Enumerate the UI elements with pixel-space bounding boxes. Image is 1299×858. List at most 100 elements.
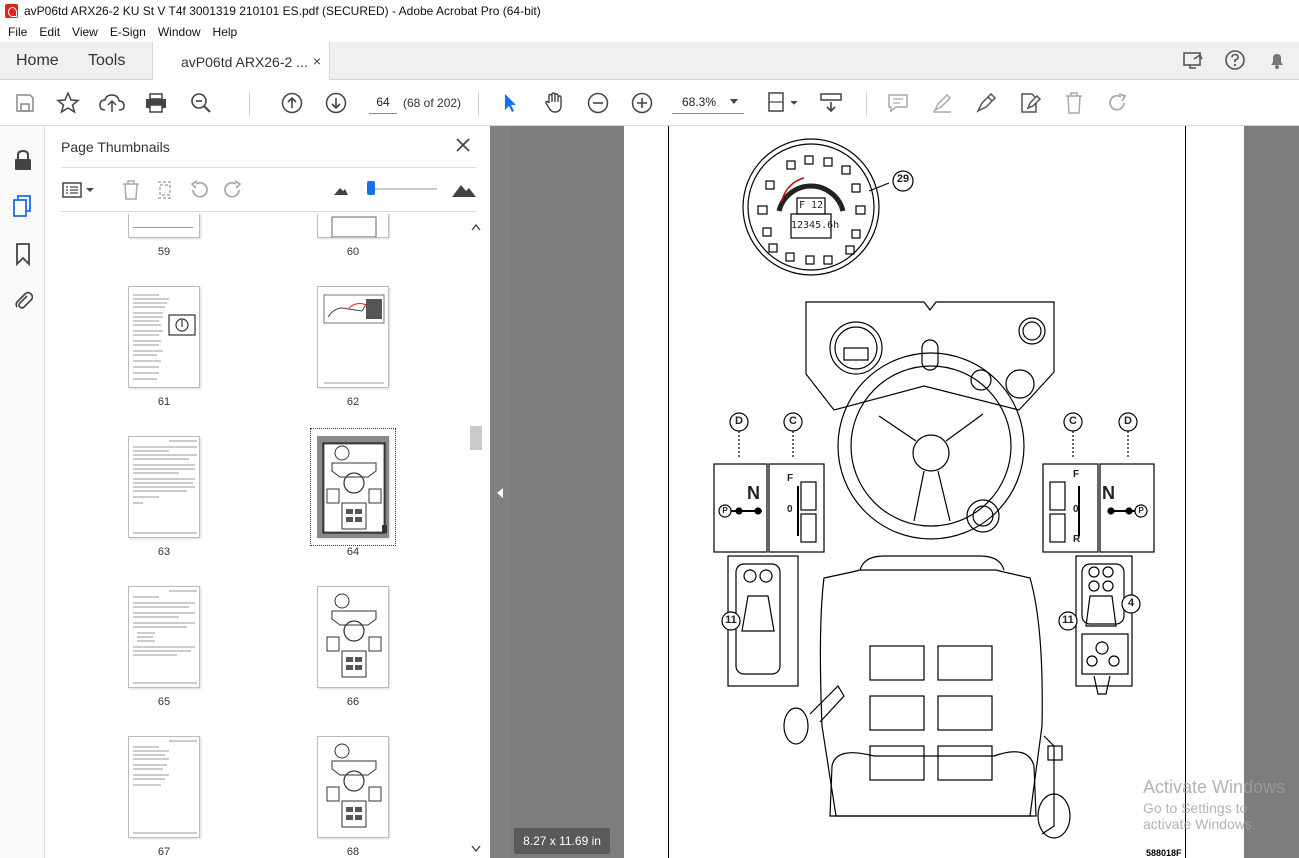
zero-label-right: 0 <box>1073 504 1079 515</box>
attachments-paperclip-icon[interactable] <box>11 288 35 312</box>
toolbar-separator <box>249 92 250 116</box>
bookmarks-icon[interactable] <box>11 242 35 266</box>
page-thumbnail-65[interactable] <box>128 586 200 688</box>
panel-divider <box>61 167 477 168</box>
redo-icon[interactable] <box>1105 90 1131 116</box>
page-thumbnails-icon[interactable] <box>11 194 35 218</box>
callout-11-right: 11 <box>1062 614 1074 626</box>
previous-page-icon[interactable] <box>279 90 305 116</box>
slider-handle[interactable] <box>367 181 375 195</box>
scrollbar-thumb[interactable] <box>470 426 482 450</box>
selected-thumbnail-frame <box>310 428 396 546</box>
next-page-icon[interactable] <box>323 90 349 116</box>
neutral-label-right: N <box>1102 483 1115 503</box>
menu-window[interactable]: Window <box>157 25 201 39</box>
help-icon[interactable] <box>1223 48 1247 72</box>
sign-pen-icon[interactable] <box>973 90 999 116</box>
small-mountain-icon[interactable] <box>329 178 353 202</box>
cab-controls-diagram <box>713 138 1155 839</box>
notifications-bell-icon[interactable] <box>1265 48 1289 72</box>
zoom-out-icon[interactable] <box>585 90 611 116</box>
page-thumbnail-61[interactable] <box>128 286 200 388</box>
comment-icon[interactable] <box>885 90 911 116</box>
tab-home[interactable]: Home <box>16 52 59 69</box>
highlight-pen-icon[interactable] <box>929 90 955 116</box>
zoom-in-icon[interactable] <box>629 90 655 116</box>
thumbnail-label: 61 <box>157 396 171 408</box>
delete-trash-icon[interactable] <box>1061 90 1087 116</box>
zoom-level-value: 68.3% <box>682 94 717 109</box>
options-menu-icon[interactable] <box>61 178 97 202</box>
thumbnail-label: 65 <box>157 696 171 708</box>
zoom-search-icon[interactable] <box>188 90 214 116</box>
thumbnail-label: 62 <box>346 396 360 408</box>
save-icon[interactable] <box>12 90 38 116</box>
page-thumbnail-60[interactable] <box>317 214 389 238</box>
menu-bar: File Edit View E-Sign Window Help <box>0 22 1299 42</box>
activate-windows-watermark: Activate Windows Go to Settings to activ… <box>1143 777 1299 832</box>
callout-d-right: D <box>1124 415 1132 427</box>
edit-pdf-icon[interactable] <box>1017 90 1043 116</box>
tab-tools[interactable]: Tools <box>88 52 126 69</box>
thumbnail-scrollbar[interactable] <box>468 220 484 856</box>
tab-close-icon[interactable]: × <box>312 53 321 69</box>
gauge-gear-readout: F 12 <box>798 200 824 211</box>
page-thumbnail-59[interactable] <box>128 214 200 238</box>
forward-label-right: F <box>1073 469 1080 480</box>
bookmark-star-icon[interactable] <box>55 90 81 116</box>
menu-view[interactable]: View <box>72 25 98 39</box>
thumbnail-size-slider[interactable] <box>367 188 437 190</box>
rotate-right-icon[interactable] <box>221 178 245 202</box>
page-thumbnail-67[interactable] <box>128 736 200 838</box>
menu-file[interactable]: File <box>8 25 28 39</box>
window-title: avP06td ARX26-2 KU St V T4f 3001319 2101… <box>24 4 541 18</box>
menu-edit[interactable]: Edit <box>39 25 61 39</box>
print-icon[interactable] <box>143 90 169 116</box>
page-number-input[interactable]: 64 <box>369 90 397 114</box>
document-page: 29 D C C D 11 11 4 N F 0 P N F 0 R P F 1… <box>624 126 1244 858</box>
page-thumbnail-62[interactable] <box>317 286 389 388</box>
callout-c-left: C <box>789 415 797 427</box>
page-thumbnail-63[interactable] <box>128 436 200 538</box>
callout-c-right: C <box>1069 415 1077 427</box>
tab-bar: Home Tools avP06td ARX26-2 ... × <box>0 42 1299 81</box>
acrobat-pdf-icon <box>5 4 18 18</box>
callout-29: 29 <box>896 173 910 185</box>
page-thumbnail-68[interactable] <box>317 736 389 838</box>
callout-d-left: D <box>735 415 743 427</box>
page-fit-icon[interactable] <box>764 90 800 116</box>
main-toolbar <box>0 80 1299 126</box>
panel-close-icon[interactable] <box>453 135 473 155</box>
thumbnail-label: 67 <box>157 846 171 858</box>
callout-11-left: 11 <box>725 614 737 626</box>
thumbnail-label: 59 <box>157 246 171 258</box>
page-border <box>668 126 1186 858</box>
page-thumbnail-66[interactable] <box>317 586 389 688</box>
menu-esign[interactable]: E-Sign <box>109 25 146 39</box>
share-screen-icon[interactable] <box>1181 48 1205 72</box>
panel-title: Page Thumbnails <box>61 139 170 155</box>
lock-icon[interactable] <box>11 148 35 172</box>
delete-page-icon[interactable] <box>119 178 143 202</box>
watermark-line-1: Activate Windows <box>1143 777 1286 797</box>
large-mountain-icon[interactable] <box>450 178 478 202</box>
park-label-left: P <box>722 506 728 515</box>
tab-document[interactable]: avP06td ARX26-2 ... × <box>152 42 330 81</box>
zero-label-left: 0 <box>787 504 793 515</box>
select-cursor-icon[interactable] <box>497 90 523 116</box>
extract-pages-icon[interactable] <box>153 178 177 202</box>
upload-cloud-icon[interactable] <box>99 90 125 116</box>
page-size-badge: 8.27 x 11.69 in <box>514 828 610 854</box>
rotate-left-icon[interactable] <box>187 178 211 202</box>
navigation-rail <box>0 126 45 858</box>
hand-pan-icon[interactable] <box>541 90 567 116</box>
park-label-right: P <box>1138 506 1144 515</box>
page-thumbnail-64[interactable] <box>317 436 389 538</box>
figure-code: 588018F <box>1146 848 1182 858</box>
scroll-mode-icon[interactable] <box>818 90 844 116</box>
menu-help[interactable]: Help <box>212 25 238 39</box>
panel-splitter[interactable] <box>490 126 510 858</box>
neutral-label-left: N <box>747 483 760 503</box>
zoom-level-select[interactable]: 68.3% <box>672 90 744 114</box>
collapse-arrow-icon[interactable] <box>497 488 503 498</box>
